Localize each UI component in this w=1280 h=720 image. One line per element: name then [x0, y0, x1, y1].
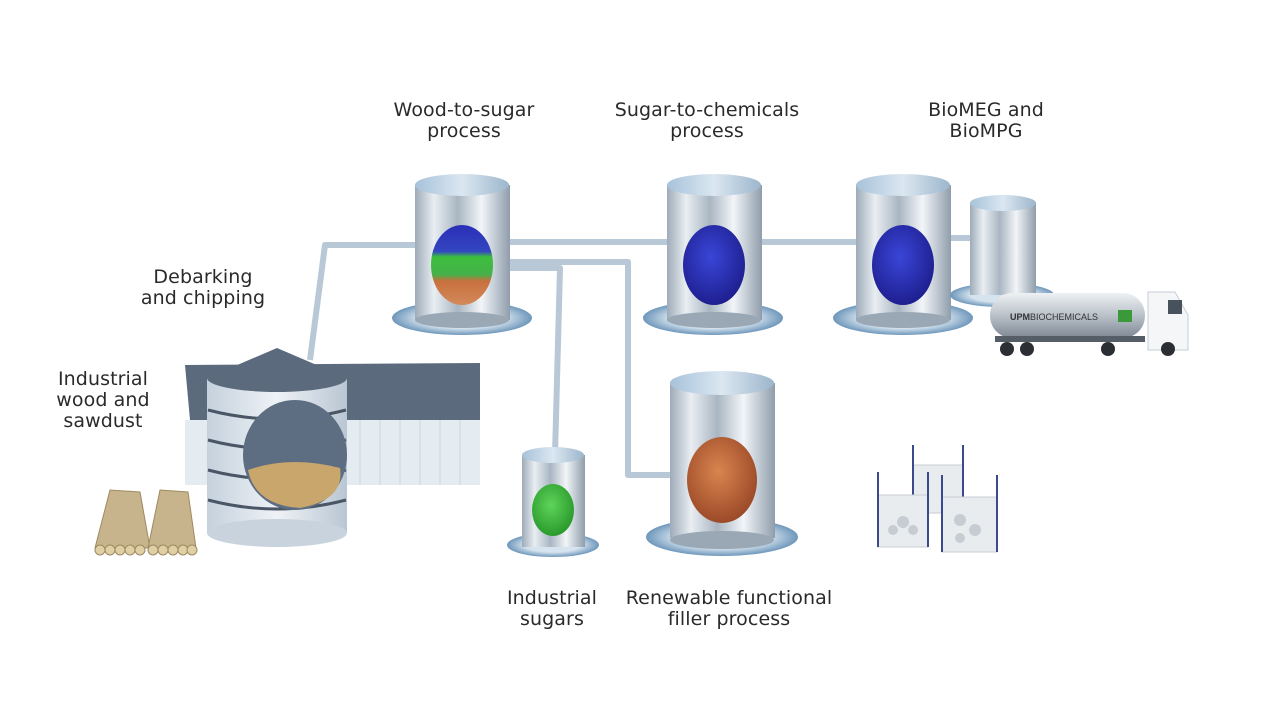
- tank-wood-to-sugar: [392, 174, 532, 335]
- log-piles: [94, 489, 198, 556]
- label-line: Industrial: [57, 368, 149, 390]
- label-line: Wood-to-sugar: [393, 99, 535, 121]
- tanker-truck: UPMBIOCHEMICALS: [990, 291, 1189, 356]
- pipe-network: [307, 235, 975, 478]
- pipe-debarking-to-wts: [307, 242, 420, 361]
- tank-biomeg: [833, 174, 973, 335]
- label-line: Renewable functional: [625, 587, 833, 609]
- pipe-wts-to-filler: [505, 259, 672, 478]
- window-blue: [872, 225, 934, 305]
- storage-tank: [950, 195, 1054, 307]
- label-wood-to-sugar: Wood-to-sugar process: [394, 100, 535, 142]
- window-multilayer: [431, 225, 493, 305]
- tank-industrial-sugars: [507, 447, 599, 557]
- label-line: wood and: [56, 389, 150, 411]
- truck-brand-bold: UPM: [1010, 312, 1030, 322]
- truck-brand-light: BIOCHEMICALS: [1030, 312, 1098, 322]
- wood-silo: [207, 348, 347, 547]
- bulk-bags: [877, 445, 998, 553]
- label-line: Sugar-to-chemicals: [614, 99, 800, 121]
- label-industrial-sugars: Industrial sugars: [507, 588, 597, 630]
- label-line: Debarking: [153, 266, 253, 288]
- label-line: filler process: [667, 608, 791, 630]
- sawdust-pile: [248, 461, 341, 508]
- label-line: sugars: [520, 608, 584, 630]
- label-line: BioMPG: [949, 120, 1023, 142]
- window-blue: [683, 225, 745, 305]
- window-copper: [687, 437, 757, 523]
- biofore-logo-icon: [1118, 310, 1132, 322]
- label-industrial-wood: Industrial wood and sawdust: [56, 369, 149, 432]
- window-green: [532, 484, 574, 536]
- bulk-bag: [877, 472, 929, 548]
- label-line: Industrial: [506, 587, 598, 609]
- label-debarking: Debarking and chipping: [141, 267, 265, 309]
- pipe-wts-to-sugars: [505, 265, 563, 456]
- svg-text:UPMBIOCHEMICALS: UPMBIOCHEMICALS: [1010, 312, 1098, 322]
- tank-renewable-filler: [646, 371, 798, 556]
- bulk-bag: [941, 475, 998, 553]
- label-line: and chipping: [140, 287, 266, 309]
- label-biomeg: BioMEG and BioMPG: [928, 100, 1044, 142]
- label-line: process: [427, 120, 501, 142]
- label-line: BioMEG and: [928, 99, 1044, 121]
- label-renewable-filler: Renewable functional filler process: [626, 588, 833, 630]
- label-sugar-to-chemicals: Sugar-to-chemicals process: [615, 100, 800, 142]
- label-line: sawdust: [63, 410, 143, 432]
- tank-sugar-to-chemicals: [643, 174, 783, 335]
- label-line: process: [670, 120, 744, 142]
